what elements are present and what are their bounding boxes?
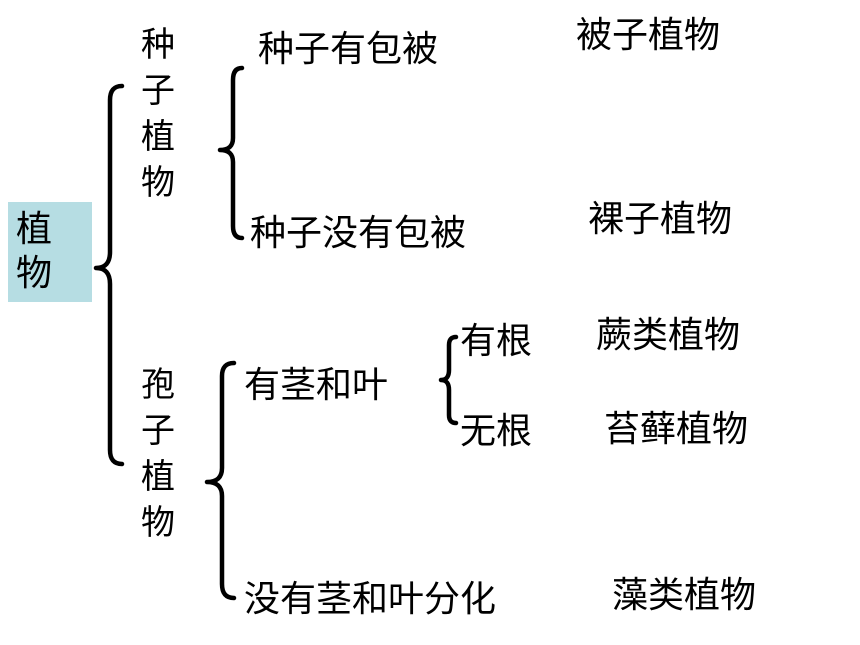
seed-bracket xyxy=(217,65,245,241)
root-bracket xyxy=(438,334,459,426)
gymnosperm-label: 裸子植物 xyxy=(588,199,733,240)
with-root-label: 有根 xyxy=(460,321,533,362)
seed-plants-label: 种子植物 xyxy=(141,25,175,203)
no-stem-leaf-label: 没有茎和叶分化 xyxy=(244,579,497,620)
stem-leaf-label: 有茎和叶 xyxy=(244,365,389,406)
algae-label: 藻类植物 xyxy=(612,575,757,616)
root-node: 植物 xyxy=(8,202,92,302)
moss-label: 苔藓植物 xyxy=(604,409,749,450)
no-root-label: 无根 xyxy=(460,411,533,452)
seed-naked-label: 种子没有包被 xyxy=(250,213,467,254)
spore-plants-label: 孢子植物 xyxy=(141,365,175,543)
seed-covered-label: 种子有包被 xyxy=(258,29,439,70)
fern-label: 蕨类植物 xyxy=(596,315,741,356)
spore-bracket xyxy=(204,360,237,601)
root-label: 植物 xyxy=(15,209,52,294)
main-bracket xyxy=(93,83,125,467)
angiosperm-label: 被子植物 xyxy=(576,15,721,56)
